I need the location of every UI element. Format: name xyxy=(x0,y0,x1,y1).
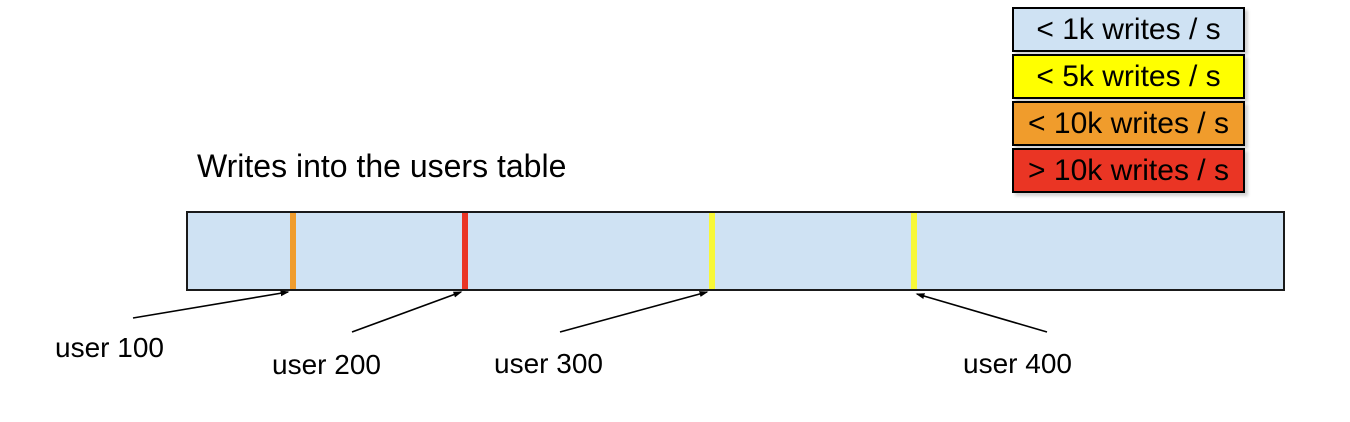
legend: < 1k writes / s < 5k writes / s < 10k wr… xyxy=(1012,7,1245,195)
legend-item-gt-10k: > 10k writes / s xyxy=(1012,148,1245,193)
label-user-300: user 300 xyxy=(494,348,603,379)
write-hotspot-stripe-user-400 xyxy=(911,213,917,289)
arrow-user-300 xyxy=(559,291,709,333)
diagram-title: Writes into the users table xyxy=(197,148,567,184)
write-hotspot-stripe-user-100 xyxy=(290,213,296,289)
legend-item-lt-10k: < 10k writes / s xyxy=(1012,101,1245,146)
label-user-200: user 200 xyxy=(272,349,381,380)
legend-item-lt-1k: < 1k writes / s xyxy=(1012,7,1245,52)
write-hotspot-stripe-user-200 xyxy=(462,213,468,289)
label-user-400: user 400 xyxy=(963,348,1072,379)
write-hotspot-stripe-user-300 xyxy=(709,213,715,289)
label-user-100: user 100 xyxy=(55,332,164,363)
arrow-user-400 xyxy=(915,293,1048,333)
arrow-user-100 xyxy=(132,290,290,319)
legend-item-lt-5k: < 5k writes / s xyxy=(1012,54,1245,99)
users-table-bar xyxy=(186,211,1285,291)
arrow-user-200 xyxy=(351,291,463,333)
